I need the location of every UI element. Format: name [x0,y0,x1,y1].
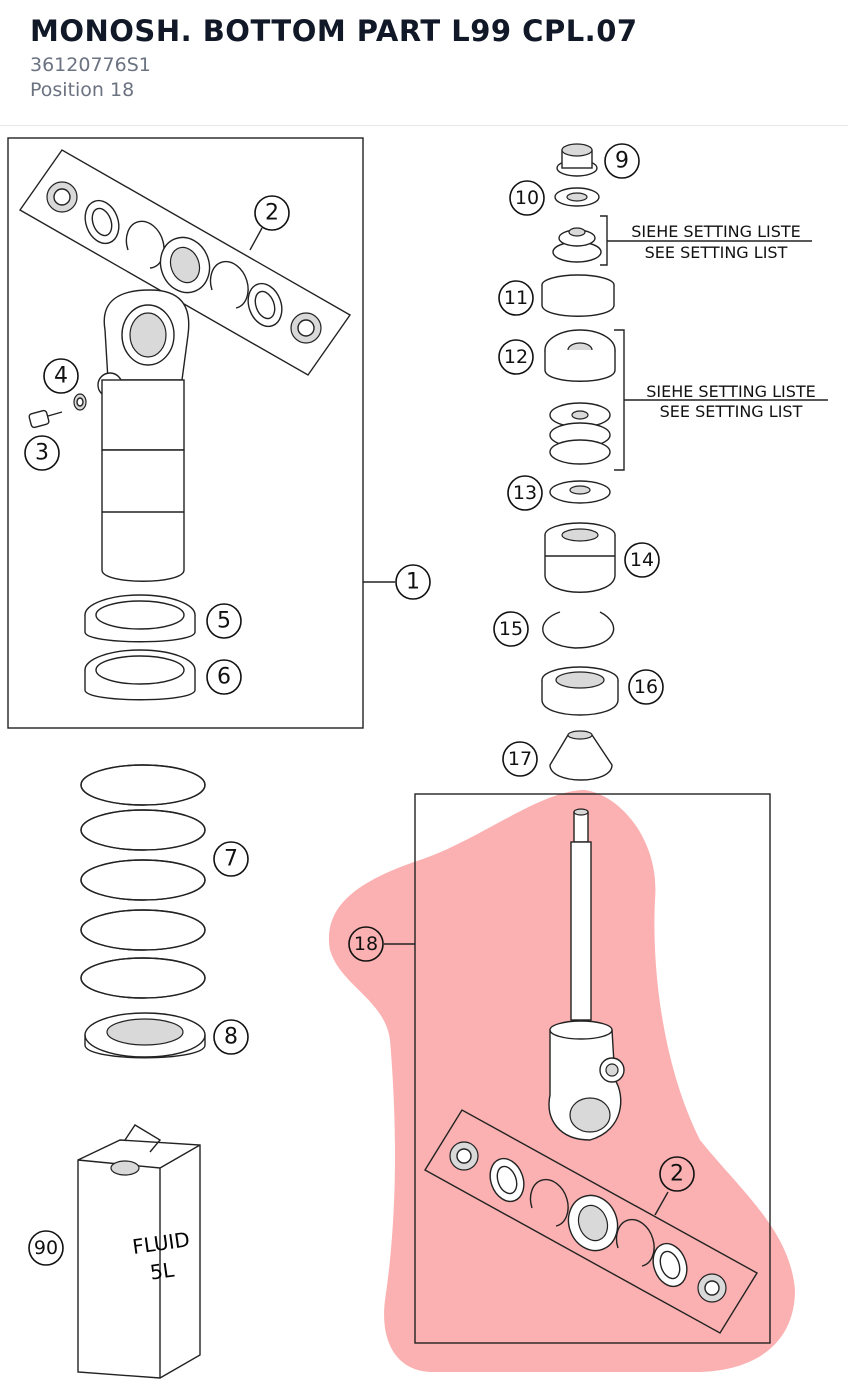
part-11 [541,274,615,317]
callout-18[interactable]: 18 [348,926,384,962]
spring-7 [80,764,206,999]
callout-10-label: 10 [515,187,539,209]
callout-4-label: 4 [54,364,68,389]
callout-2-top-label: 2 [265,201,279,226]
callout-3-label: 3 [35,441,49,466]
callout-3[interactable]: 3 [24,435,60,471]
callout-2-bottom[interactable]: 2 [659,1156,695,1192]
callout-15-label: 15 [499,618,523,640]
spring-seat-8 [84,1012,206,1059]
callout-14-label: 14 [630,549,654,571]
callout-4[interactable]: 4 [43,358,79,394]
callout-6[interactable]: 6 [206,659,242,695]
part-13 [549,480,611,504]
ring-nut-5 [84,594,196,643]
callout-9[interactable]: 9 [604,143,640,179]
note-2-en: SEE SETTING LIST [660,402,803,421]
callout-13-label: 13 [513,482,537,504]
part-15-circlip [542,611,615,649]
note-1-de: SIEHE SETTING LISTE [631,222,801,241]
callout-7[interactable]: 7 [213,841,249,877]
shock-body [97,289,190,582]
part-12-piston [544,329,616,382]
callout-17-label: 17 [508,748,532,770]
callout-2-bottom-label: 2 [670,1162,684,1187]
callout-13[interactable]: 13 [507,475,543,511]
ring-nut-6 [84,649,196,701]
part-17-bump-stop [549,730,613,781]
leader-2-bottom [654,1191,669,1216]
callout-9-label: 9 [615,149,629,174]
fluid-can-90: FLUID 5L [77,1124,201,1379]
part-14 [544,522,616,593]
callout-5[interactable]: 5 [206,603,242,639]
screw-3 [28,409,63,429]
can-label-volume: 5L [149,1257,177,1284]
part-16 [541,666,619,716]
part-9 [556,143,598,177]
callout-12-label: 12 [504,346,528,368]
callout-14[interactable]: 14 [624,542,660,578]
callout-1[interactable]: 1 [395,564,431,600]
callout-2-top[interactable]: 2 [254,195,290,231]
assembly-frame-18 [414,793,771,1344]
page-header: MONOSH. BOTTOM PART L99 CPL.07 36120776S… [0,0,848,126]
piston-rod [548,808,625,1141]
callout-1-label: 1 [406,570,420,595]
callout-17[interactable]: 17 [502,741,538,777]
callout-16-label: 16 [634,676,658,698]
callout-11-label: 11 [504,287,528,309]
callout-12[interactable]: 12 [498,339,534,375]
leader-2-top [249,227,263,251]
callout-8-label: 8 [224,1025,238,1050]
part-title: MONOSH. BOTTOM PART L99 CPL.07 [30,14,638,48]
part-10 [554,187,600,207]
shim-stack-upper [552,227,602,263]
assembly-frame-1 [7,137,364,729]
note-1-en: SEE SETTING LIST [645,243,788,262]
callout-15[interactable]: 15 [493,611,529,647]
callout-18-label: 18 [354,933,378,955]
seal-kit-top [18,149,352,376]
position-label: Position 18 [30,79,135,101]
washer-4 [73,393,87,411]
callout-5-label: 5 [217,609,231,634]
seal-kit-bottom [424,1109,758,1334]
part-number: 36120776S1 [30,54,151,76]
callout-90[interactable]: 90 [28,1230,64,1266]
callout-7-label: 7 [224,847,238,872]
note-2-de: SIEHE SETTING LISTE [646,382,816,401]
callout-11[interactable]: 11 [498,280,534,316]
callout-8[interactable]: 8 [213,1019,249,1055]
bracket-note-1 [600,215,608,266]
callout-16[interactable]: 16 [628,669,664,705]
callout-90-label: 90 [34,1237,58,1259]
shim-stack-lower [549,402,611,465]
callout-6-label: 6 [217,665,231,690]
callout-10[interactable]: 10 [509,180,545,216]
